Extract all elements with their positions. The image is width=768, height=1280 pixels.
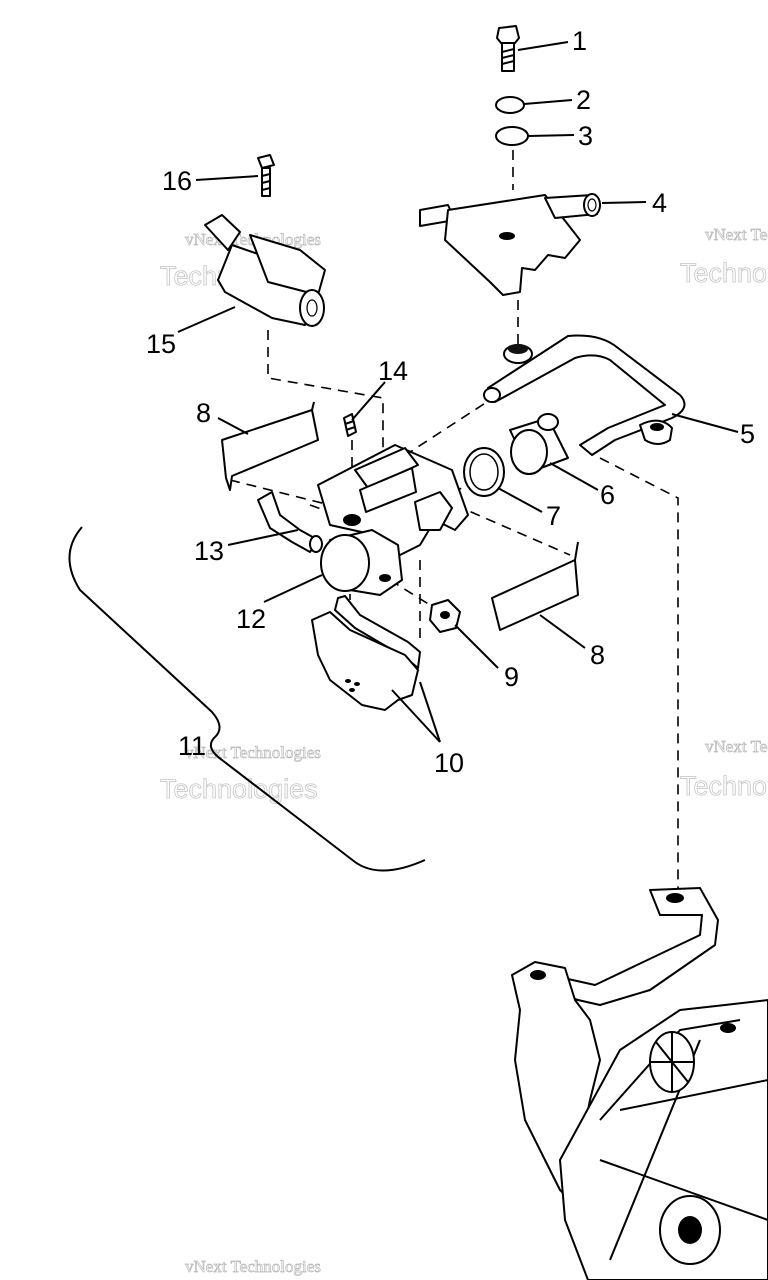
assembly-line bbox=[454, 504, 571, 556]
leader-line-6 bbox=[549, 462, 599, 491]
part-hose-fitting bbox=[257, 491, 323, 553]
part-pad-shim-upper bbox=[221, 401, 319, 491]
leader-line-13 bbox=[227, 529, 299, 546]
callout-11: 11 bbox=[178, 731, 206, 761]
assembly-line bbox=[229, 479, 331, 506]
watermark-line2: Technologies bbox=[680, 258, 768, 288]
leader-line-10 bbox=[391, 681, 441, 743]
part-seal-ring bbox=[463, 447, 505, 497]
watermark-line1: vNext Technologies bbox=[705, 737, 768, 756]
leader-line-9 bbox=[454, 624, 499, 669]
callout-8-upper: 8 bbox=[196, 398, 211, 428]
part-bushing bbox=[509, 413, 569, 475]
leader-line-3 bbox=[527, 134, 575, 137]
assembly-line bbox=[267, 330, 384, 450]
callout-2: 2 bbox=[576, 85, 591, 115]
leader-line-7 bbox=[497, 487, 543, 513]
part-caliper-body bbox=[317, 444, 469, 596]
callout-12: 12 bbox=[236, 604, 266, 634]
part-bleeder-nut bbox=[429, 599, 461, 633]
part-pad-shim-lower bbox=[491, 541, 579, 631]
watermark-right-mid: vNext Technologies Technologies bbox=[680, 737, 768, 802]
callout-8-lower: 8 bbox=[590, 640, 605, 670]
callout-1: 1 bbox=[572, 26, 587, 56]
leader-line-5 bbox=[671, 413, 739, 433]
callout-15: 15 bbox=[146, 329, 176, 359]
leader-line-4 bbox=[601, 201, 647, 204]
callout-9: 9 bbox=[504, 662, 519, 692]
part-bracket-plate bbox=[419, 193, 601, 296]
leader-line-8a bbox=[217, 417, 249, 435]
callout-7: 7 bbox=[546, 501, 561, 531]
part-pin-housing bbox=[204, 214, 326, 327]
leader-lines bbox=[177, 41, 739, 743]
leader-line-12 bbox=[263, 574, 323, 603]
watermark-line2: Technologies bbox=[160, 774, 318, 804]
leader-line-14 bbox=[351, 381, 386, 421]
callout-3: 3 bbox=[578, 121, 593, 151]
assembly-bracket bbox=[68, 526, 426, 872]
leader-line-2 bbox=[523, 99, 573, 105]
watermark-line1: vNext Technologies bbox=[185, 1257, 321, 1276]
part-lock-washer bbox=[495, 96, 525, 114]
callout-4: 4 bbox=[652, 188, 667, 218]
part-bolt bbox=[496, 25, 520, 72]
assembly-line bbox=[599, 457, 679, 888]
callout-5: 5 bbox=[740, 419, 755, 449]
callout-16: 16 bbox=[162, 166, 192, 196]
callout-labels: 1 2 3 4 5 6 7 8 8 9 10 11 12 13 14 15 16 bbox=[146, 26, 755, 778]
part-brake-pads bbox=[311, 595, 421, 711]
leader-line-15 bbox=[177, 306, 236, 333]
watermark-line2: Technologies bbox=[680, 771, 768, 801]
callout-13: 13 bbox=[194, 536, 224, 566]
watermark-right-top: vNext Technologies Technologies bbox=[680, 225, 768, 289]
assembly-line bbox=[389, 579, 439, 611]
callout-6: 6 bbox=[600, 480, 615, 510]
watermark-center-bottom: vNext Technologies bbox=[185, 1257, 322, 1277]
leader-line-16 bbox=[195, 175, 259, 181]
part-screw bbox=[257, 154, 275, 197]
callout-14: 14 bbox=[378, 356, 408, 386]
watermark-line1: vNext Technologies bbox=[705, 225, 768, 244]
part-flat-washer bbox=[495, 126, 529, 146]
leader-line-8b bbox=[539, 614, 586, 649]
part-mounting-bracket bbox=[511, 887, 768, 1280]
leader-line-1 bbox=[517, 41, 569, 51]
callout-10: 10 bbox=[434, 748, 464, 778]
